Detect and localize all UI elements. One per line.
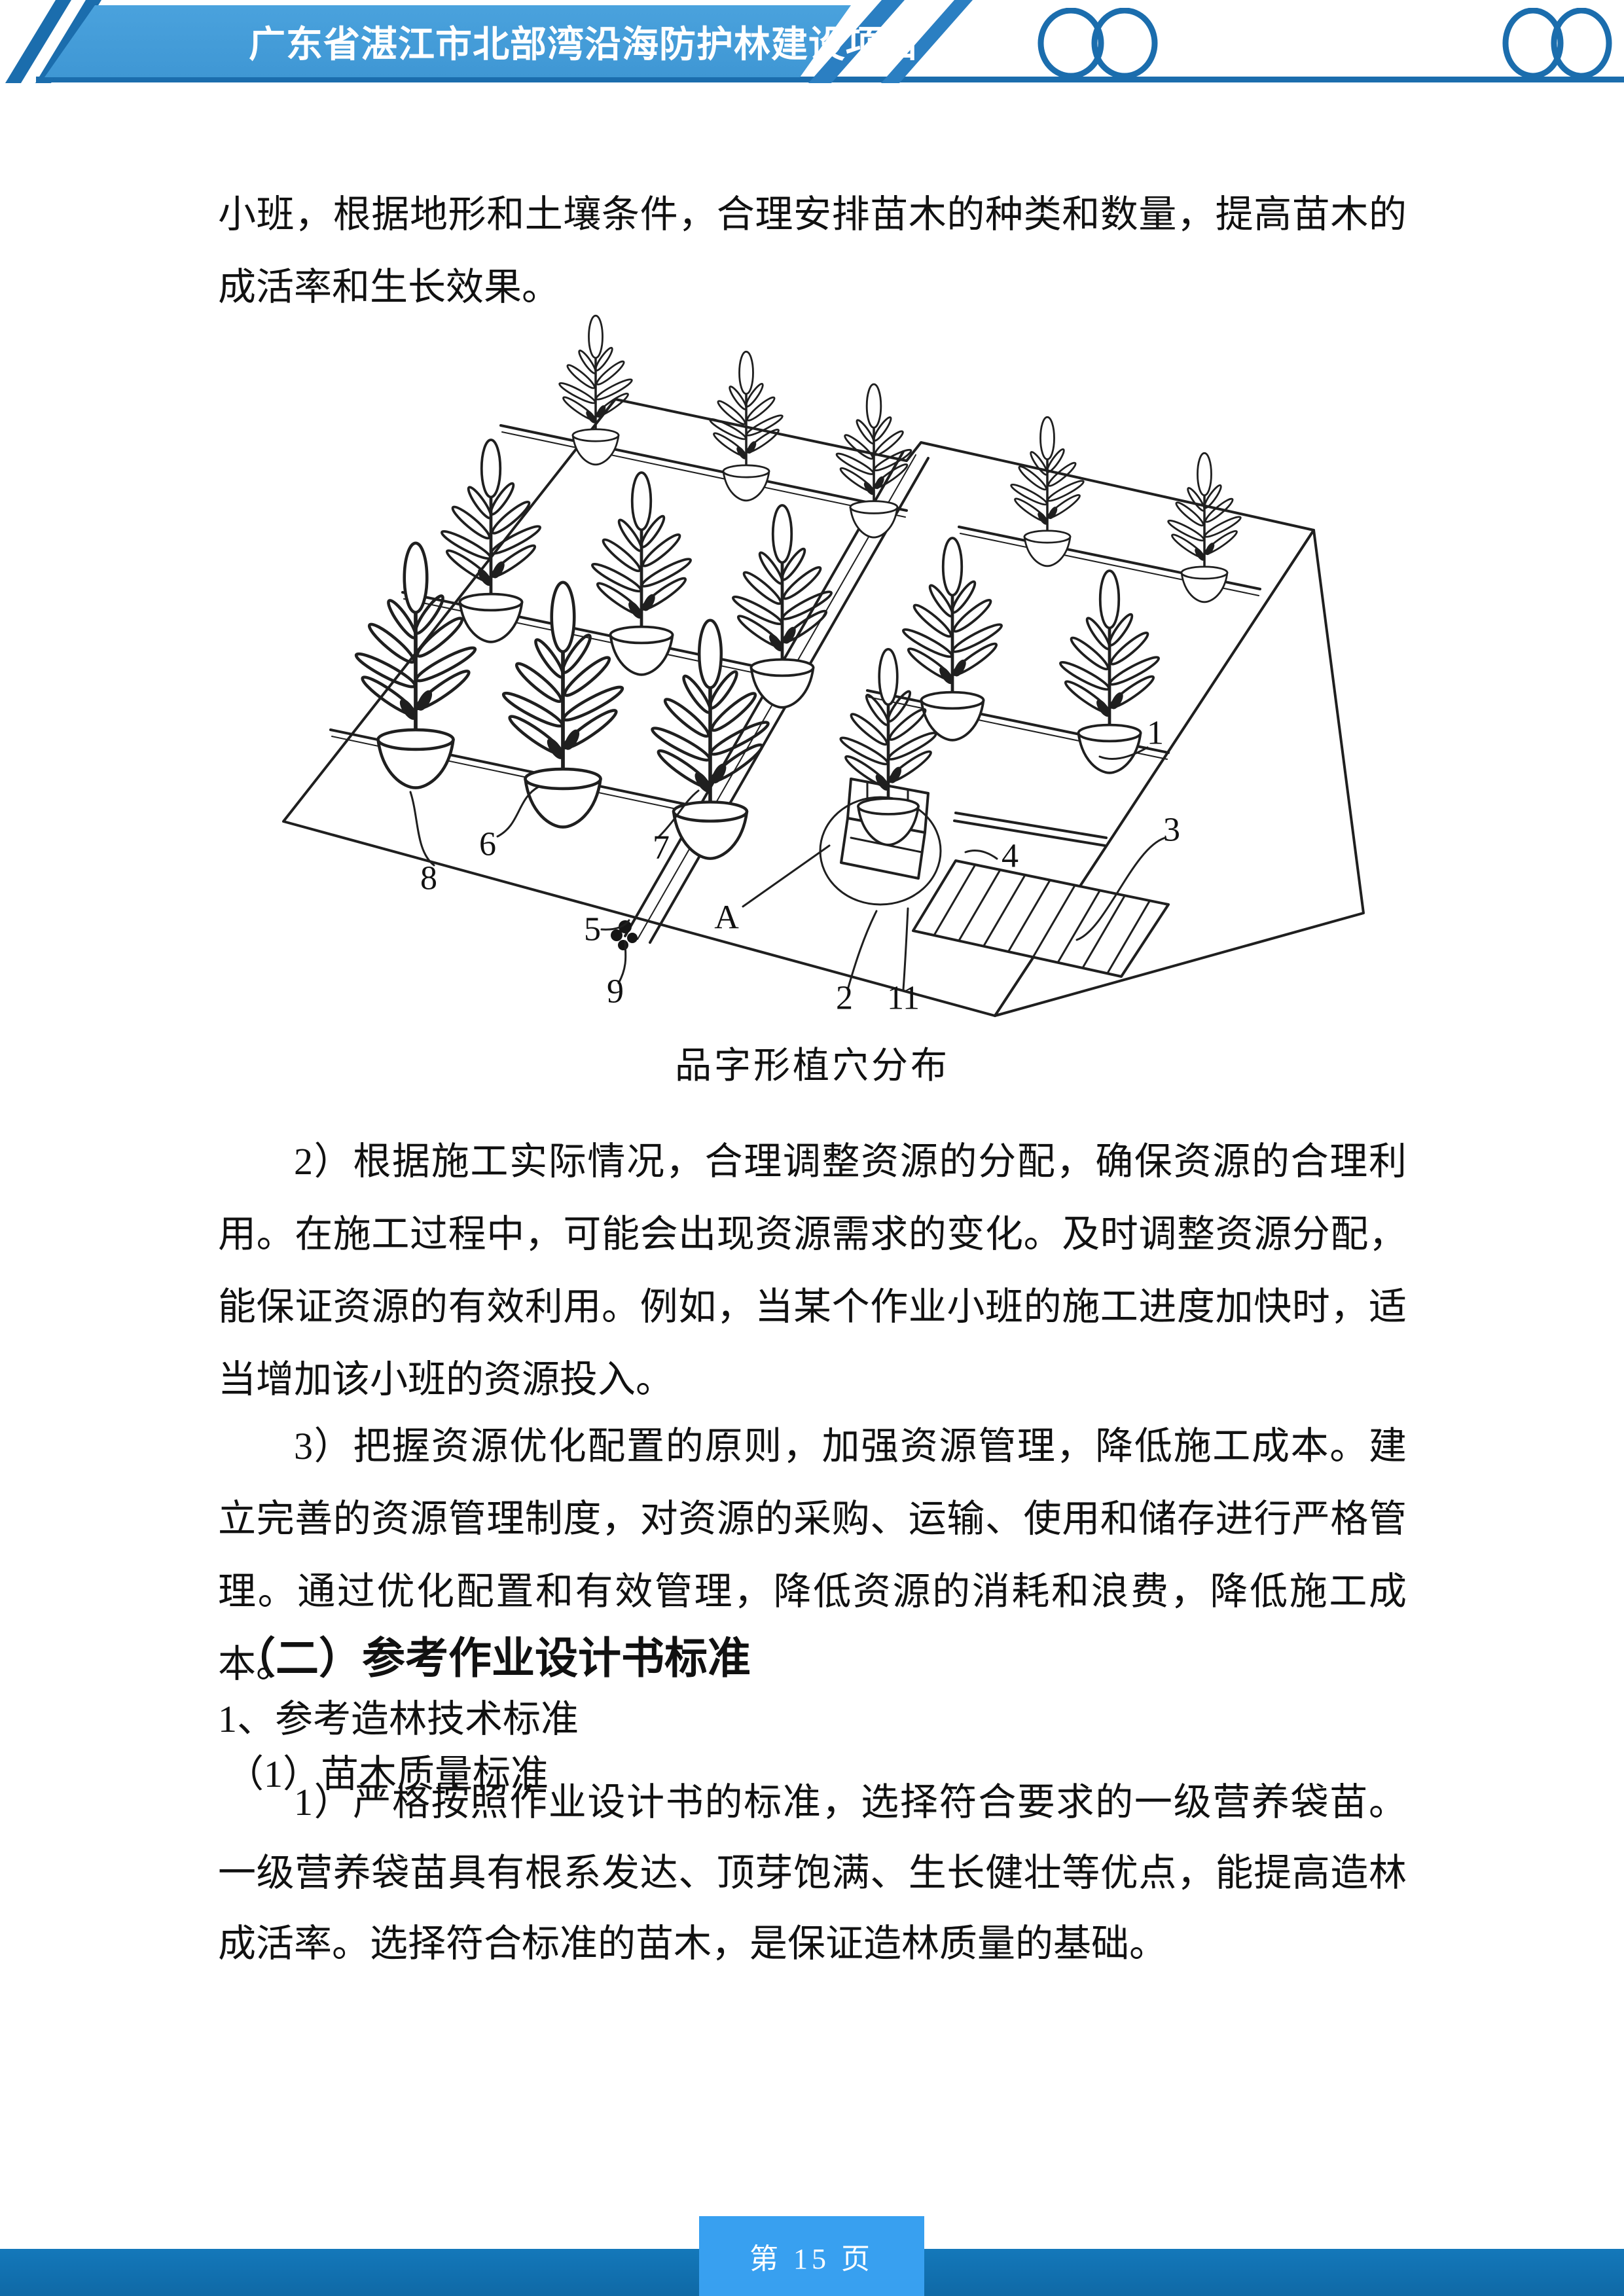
heading-sub-1: 1、参考造林技术标准: [218, 1698, 579, 1740]
sprinkler: [611, 920, 638, 950]
planting-diagram: 1 2 3 4 5 6 7 8 9 11 A: [259, 314, 1371, 1028]
paragraph-3: 3）把握资源优化配置的原则，加强资源管理，降低施工成本。建立完善的资源管理制度，…: [218, 1425, 1407, 1685]
diagram-label-9: 9: [607, 973, 624, 1011]
diagram-label-3: 3: [1163, 811, 1180, 849]
diagram-label-8: 8: [420, 859, 437, 897]
page-number-label: 第 15 页: [749, 2243, 874, 2275]
heading-sub-1-1: （1）苗木质量标准: [226, 1753, 549, 1795]
figure-caption: 品字形植穴分布: [675, 1046, 950, 1086]
diagram-label-A: A: [714, 899, 739, 937]
diagram-label-2: 2: [836, 979, 853, 1017]
header-title: 广东省湛江市北部湾沿海防护林建设项目: [249, 24, 920, 65]
diagram-label-6: 6: [479, 825, 496, 863]
header-band: [45, 5, 851, 77]
diagram-label-5: 5: [584, 910, 601, 948]
rings-logo-icon-2: [1502, 8, 1612, 79]
diagram-label-1: 1: [1147, 714, 1164, 752]
heading-section-2: （二）参考作业设计书标准: [232, 1635, 751, 1683]
diagram-label-4: 4: [1001, 837, 1019, 875]
rings-logo-icon: [1038, 8, 1158, 79]
diagram-label-7: 7: [653, 829, 670, 867]
footer-page-tab: 第 15 页: [699, 2216, 924, 2296]
paragraph-2: 2）根据施工实际情况，合理调整资源的分配，确保资源的合理利用。在施工过程中，可能…: [218, 1140, 1407, 1401]
paragraph-4: 1）严格按照作业设计书的标准，选择符合要求的一级营养袋苗。一级营养袋苗具有根系发…: [218, 1781, 1407, 1965]
paragraph-1: 小班，根据地形和土壤条件，合理安排苗木的种类和数量，提高苗木的成活率和生长效果。: [218, 193, 1407, 308]
diagram-label-11: 11: [886, 979, 920, 1017]
